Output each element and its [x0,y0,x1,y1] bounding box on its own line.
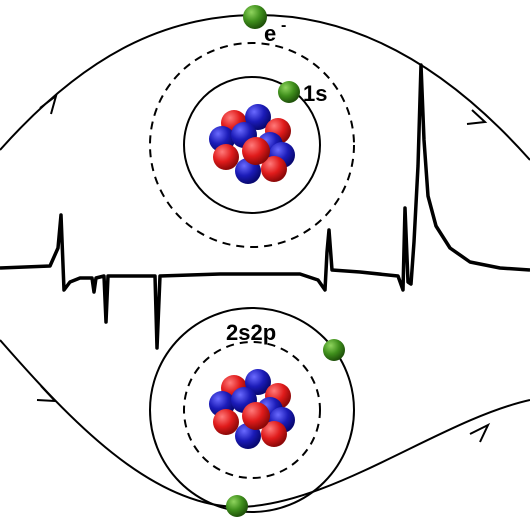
label-electron: e [264,21,276,46]
electron-icon [226,495,248,517]
orbital-2s2p-ring-dashed [149,42,355,248]
arrow-icon [466,109,488,125]
nucleus-icon [209,369,295,449]
label-2s2p: 2s2p [226,320,276,345]
spectrum-line [0,63,530,350]
orbital-2s2p-ring [149,307,355,513]
arrow-icon [36,385,58,403]
nucleus-icon [209,104,295,184]
electron-icon [278,81,300,103]
electron-icon [243,5,267,29]
label-electron-charge: - [281,17,286,34]
electron-icon [323,339,345,361]
top-atom: 1s e - [149,5,355,248]
arrow-icon [39,93,58,115]
orbital-1s-ring-dashed [183,341,321,479]
label-1s: 1s [303,81,327,106]
arrow-icon [469,422,491,443]
orbital-1s-ring [183,76,321,214]
bottom-atom: 2s2p [149,307,355,517]
